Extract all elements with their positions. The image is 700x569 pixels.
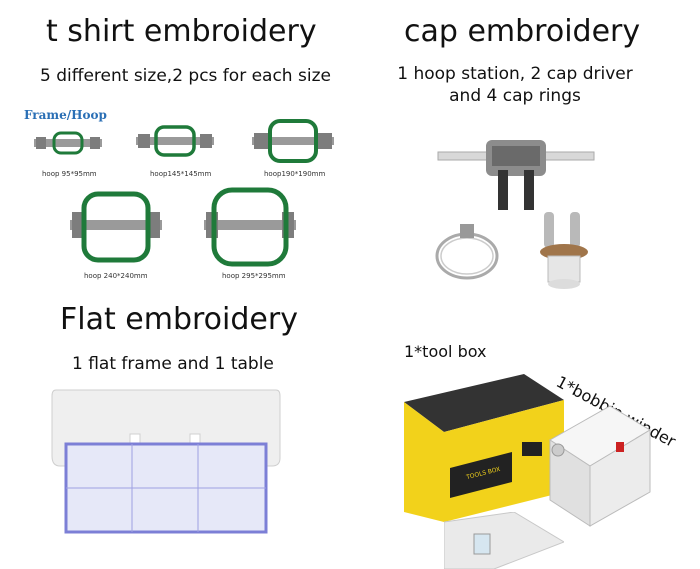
toolbox-image bbox=[404, 374, 564, 522]
cap-subtitle-line2: and 4 cap rings bbox=[449, 86, 581, 106]
flat-frame-table-image bbox=[51, 389, 281, 534]
hoop-295-caption: hoop 295*295mm bbox=[222, 272, 286, 280]
frame-hoop-label: Frame/Hoop bbox=[24, 108, 107, 122]
bobbin-winder-image bbox=[549, 405, 651, 527]
hoop-190-image bbox=[252, 119, 334, 163]
cap-driver-image bbox=[540, 212, 588, 289]
flat-title: Flat embroidery bbox=[60, 302, 298, 337]
hoop-240-image bbox=[70, 191, 162, 263]
toolbox-label: 1*tool box bbox=[404, 342, 487, 361]
hoop-295-image bbox=[204, 187, 296, 267]
hoop-240-caption: hoop 240*240mm bbox=[84, 272, 148, 280]
tshirt-title: t shirt embroidery bbox=[46, 14, 317, 49]
hoop-145-caption: hoop145*145mm bbox=[150, 170, 212, 178]
hoop-95-caption: hoop 95*95mm bbox=[42, 170, 97, 178]
hoop-145-image bbox=[136, 125, 214, 157]
hoop-95-image bbox=[34, 131, 102, 155]
cap-hoop-station-image bbox=[437, 140, 595, 210]
cap-ring-image bbox=[435, 224, 499, 280]
tshirt-subtitle: 5 different size,2 pcs for each size bbox=[40, 66, 331, 86]
winder-box-image bbox=[444, 512, 564, 569]
cap-title: cap embroidery bbox=[404, 14, 641, 49]
flat-subtitle: 1 flat frame and 1 table bbox=[72, 354, 274, 374]
cap-subtitle-line1: 1 hoop station, 2 cap driver bbox=[397, 64, 633, 84]
hoop-190-caption: hoop190*190mm bbox=[264, 170, 326, 178]
